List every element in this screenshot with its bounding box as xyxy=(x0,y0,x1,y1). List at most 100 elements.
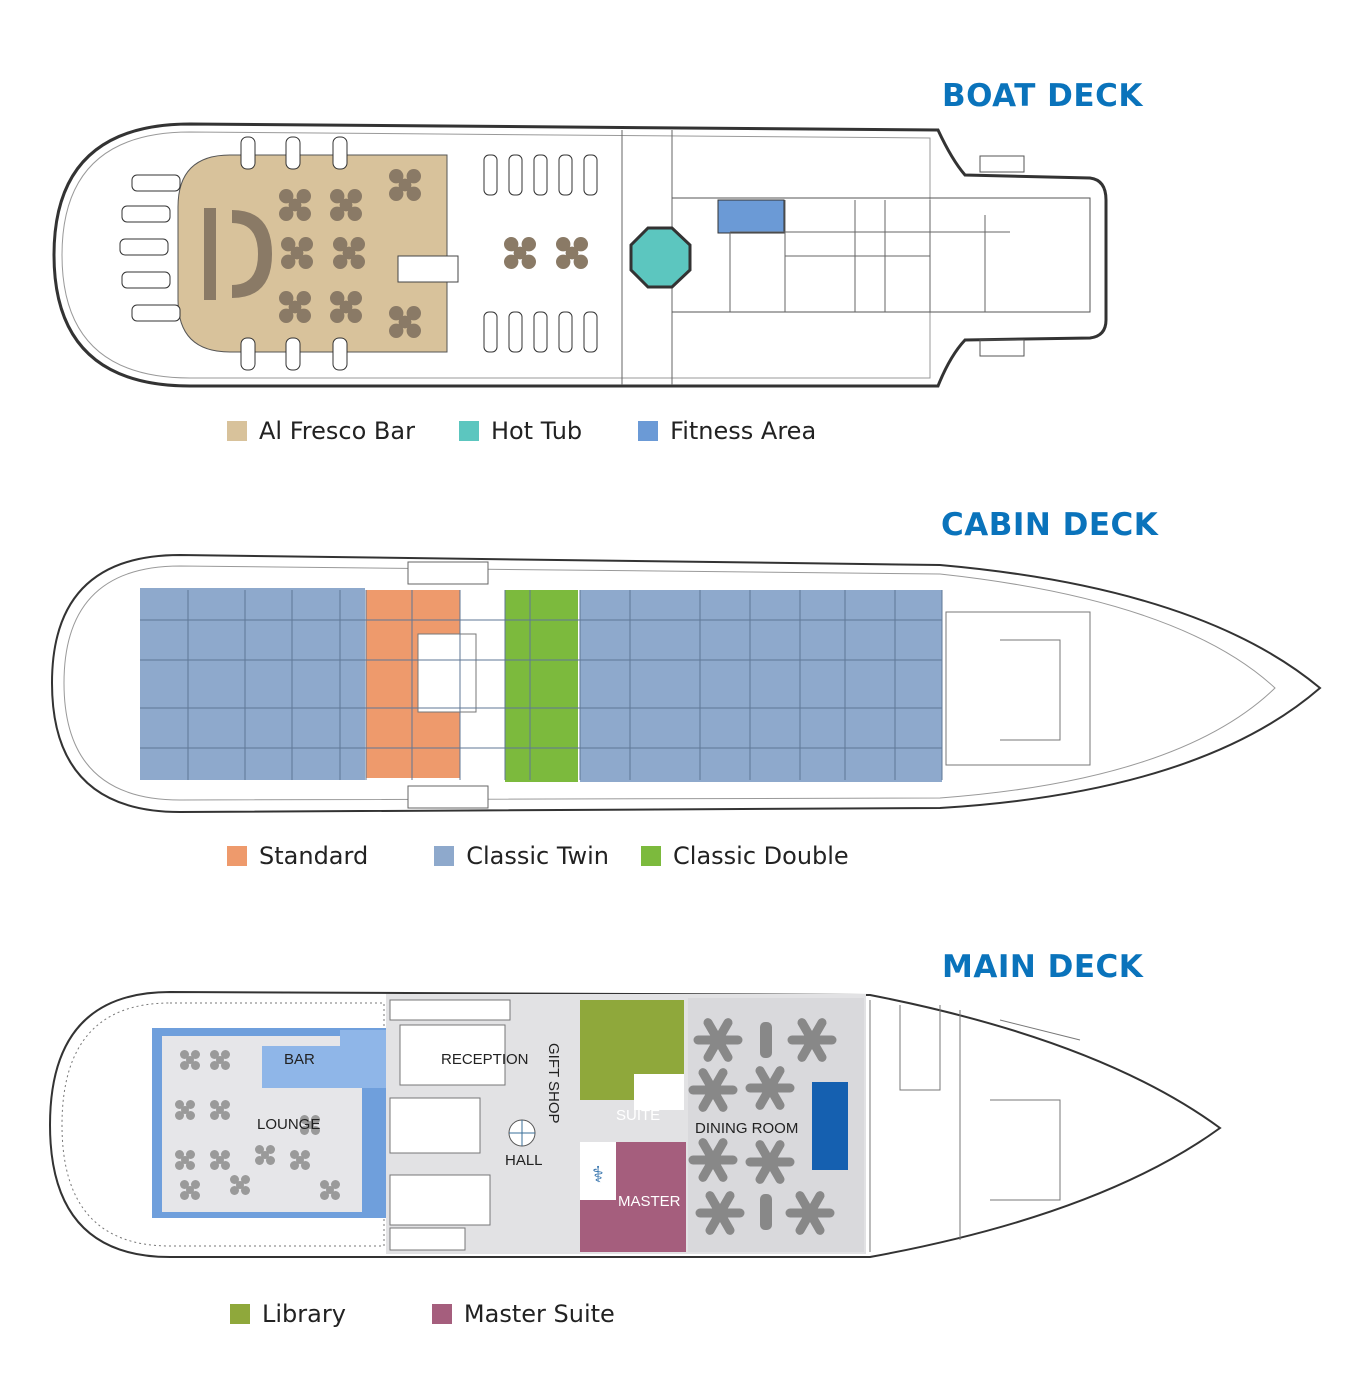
suite-label: SUITE xyxy=(616,1107,660,1124)
cabin-deck-plan xyxy=(50,553,1322,814)
table xyxy=(556,237,588,269)
lounger xyxy=(131,174,181,192)
lounger xyxy=(285,337,301,371)
bar-label: BAR xyxy=(284,1051,315,1068)
caduceus-icon: ⚕ xyxy=(592,1163,604,1188)
dining-table xyxy=(688,1138,738,1182)
dining-table xyxy=(695,1191,745,1235)
legend-label: Al Fresco Bar xyxy=(259,417,415,445)
boat-deck-title: BOAT DECK xyxy=(942,78,1143,114)
lounge-seat xyxy=(255,1145,275,1165)
lounge-seat xyxy=(175,1150,195,1170)
lounger xyxy=(131,304,181,322)
hall-label: HALL xyxy=(505,1152,543,1169)
dining-table xyxy=(760,1194,772,1230)
lounge-label: LOUNGE xyxy=(257,1116,320,1133)
lounger xyxy=(483,154,498,196)
dining-table xyxy=(693,1018,743,1062)
lounger xyxy=(332,337,348,371)
legend-hot-tub: Hot Tub xyxy=(458,417,583,445)
lounge-seat xyxy=(210,1150,230,1170)
lounger xyxy=(583,154,598,196)
lounge-seat xyxy=(210,1050,230,1070)
table xyxy=(330,189,362,221)
dining-table xyxy=(787,1018,837,1062)
dining-table xyxy=(745,1066,795,1110)
al-fresco-bar-area xyxy=(177,154,448,353)
lounger xyxy=(533,154,548,196)
lounge-seat xyxy=(175,1100,195,1120)
lounger xyxy=(483,311,498,353)
classic-double-cabins xyxy=(505,590,578,782)
cabin-deck-legend: Standard Classic Twin Classic Double xyxy=(227,842,893,870)
lounge-seat xyxy=(180,1050,200,1070)
legend-library: Library xyxy=(230,1300,346,1328)
lounge-seat xyxy=(180,1180,200,1200)
lounger xyxy=(121,271,171,289)
lounger xyxy=(583,311,598,353)
lounger xyxy=(558,311,573,353)
gift-shop-label: GIFT SHOP xyxy=(545,1043,562,1124)
main-deck-legend: Library Master Suite xyxy=(230,1300,659,1328)
legend-classic-double: Classic Double xyxy=(641,842,849,870)
lounge-seating xyxy=(175,1050,340,1200)
lounger xyxy=(119,238,169,256)
classic-twin-cabins-aft xyxy=(140,588,365,780)
lounger xyxy=(240,337,256,371)
main-deck-title: MAIN DECK xyxy=(942,949,1144,985)
lounger xyxy=(240,136,256,170)
dining-table xyxy=(745,1140,795,1184)
boat-deck-plan xyxy=(52,122,1108,388)
classic-twin-cabins-fwd xyxy=(580,590,942,782)
table xyxy=(389,306,421,338)
dining-table xyxy=(688,1068,738,1112)
table xyxy=(333,237,365,269)
lounger xyxy=(533,311,548,353)
hot-tub xyxy=(629,226,692,289)
dining-tables xyxy=(688,1018,837,1235)
lounge-seat xyxy=(320,1180,340,1200)
fitness-area xyxy=(717,199,785,234)
legend-al-fresco-bar: Al Fresco Bar xyxy=(227,417,415,445)
legend-label: Hot Tub xyxy=(490,417,583,445)
lounge-seat xyxy=(210,1100,230,1120)
legend-label: Fitness Area xyxy=(670,417,817,445)
table xyxy=(279,189,311,221)
main-deck-plan: ⚕ BAR LOUNGE RECEPTION GIFT SHOP HALL SU… xyxy=(48,990,1222,1258)
legend-label: Classic Twin xyxy=(466,842,610,870)
lounger xyxy=(508,154,523,196)
lounge-seat xyxy=(230,1175,250,1195)
boat-bar-tables xyxy=(279,169,588,338)
lounger xyxy=(508,311,523,353)
legend-fitness-area: Fitness Area xyxy=(638,417,816,445)
legend-classic-twin: Classic Twin xyxy=(434,842,609,870)
legend-label: Standard xyxy=(259,842,369,870)
boat-deck-legend: Al Fresco Bar Hot Tub Fitness Area xyxy=(227,417,860,445)
lounger xyxy=(558,154,573,196)
dining-room-label: DINING ROOM xyxy=(695,1120,798,1137)
dining-table xyxy=(760,1022,772,1058)
medical-room xyxy=(580,1142,616,1200)
dining-table xyxy=(785,1191,835,1235)
table xyxy=(330,291,362,323)
master-suite xyxy=(580,1142,686,1252)
legend-label: Classic Double xyxy=(673,842,849,870)
cabin-deck-title: CABIN DECK xyxy=(941,507,1159,543)
sun-loungers xyxy=(119,136,598,371)
lounge-seat xyxy=(300,1115,320,1135)
legend-standard: Standard xyxy=(227,842,368,870)
dining-buffet xyxy=(812,1082,848,1170)
legend-label: Master Suite xyxy=(463,1300,615,1328)
table xyxy=(504,237,536,269)
lounge-seat xyxy=(290,1150,310,1170)
table xyxy=(281,237,313,269)
table xyxy=(389,169,421,201)
lounger xyxy=(121,205,171,223)
lounger xyxy=(332,136,348,170)
master-label: MASTER xyxy=(618,1193,681,1210)
table xyxy=(279,291,311,323)
reception-label: RECEPTION xyxy=(441,1051,529,1068)
legend-master-suite: Master Suite xyxy=(431,1300,615,1328)
legend-label: Library xyxy=(262,1300,346,1328)
